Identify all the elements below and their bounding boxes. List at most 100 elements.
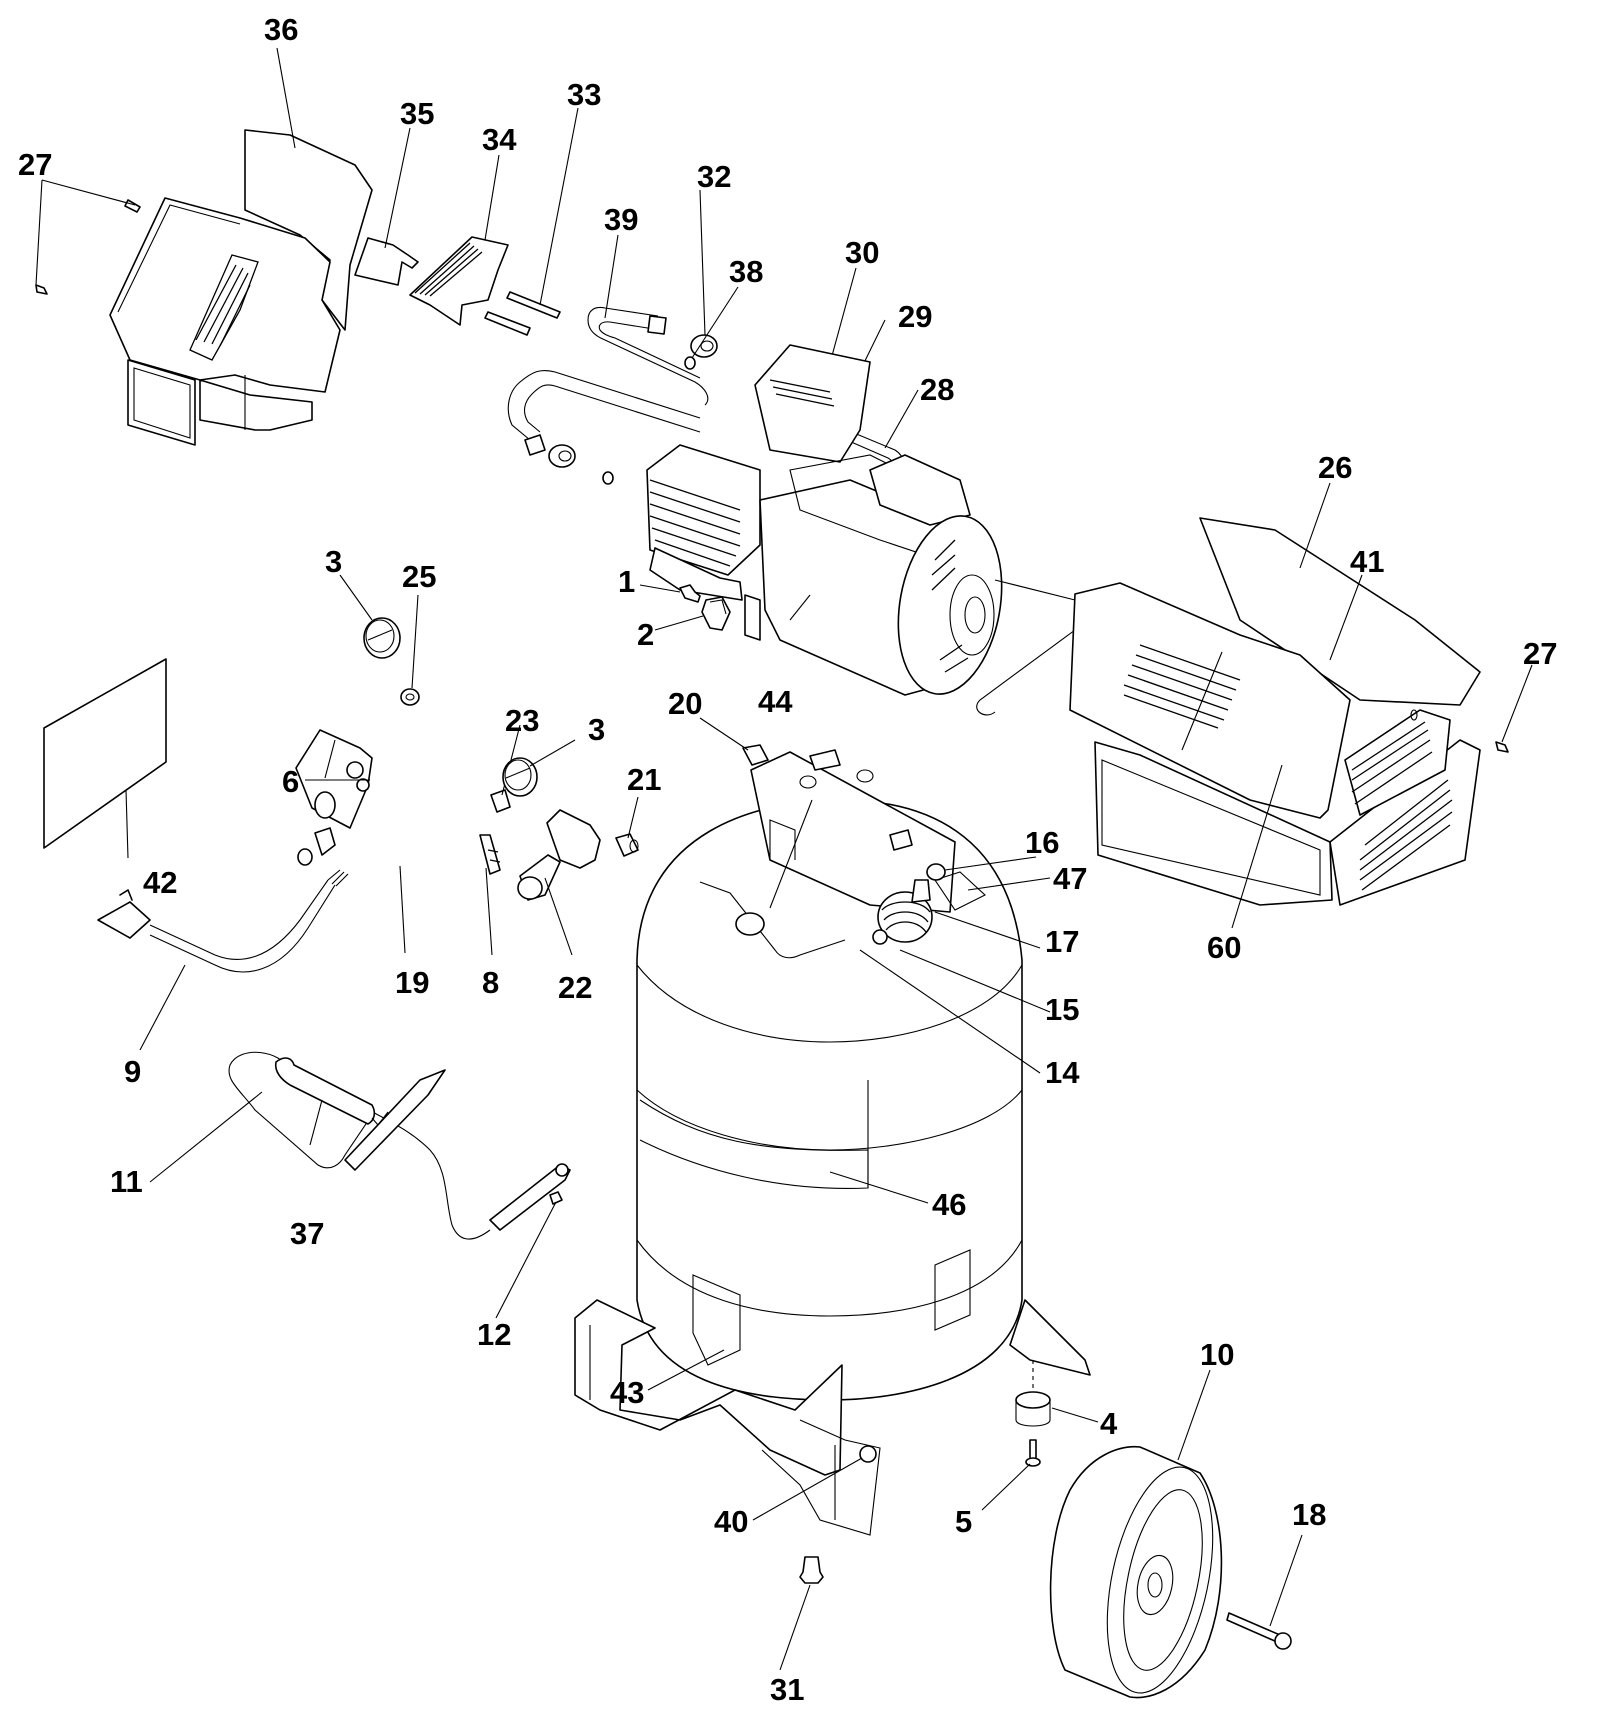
leader-27-left xyxy=(35,179,136,286)
leader-32 xyxy=(699,189,706,336)
pump-motor-part xyxy=(646,344,1086,716)
long-bolt-part xyxy=(484,291,561,336)
leader-36 xyxy=(276,47,296,149)
callout-6: 6 xyxy=(282,764,299,799)
shroud-insert-part xyxy=(354,237,419,286)
leader-40 xyxy=(752,1457,863,1521)
callout-44: 44 xyxy=(758,684,793,719)
callout-30: 30 xyxy=(845,235,879,270)
leader-4 xyxy=(1051,1407,1099,1423)
callout-37: 37 xyxy=(290,1216,324,1251)
outlet-tube-part xyxy=(587,306,709,406)
leader-42 xyxy=(125,789,129,859)
callout-25: 25 xyxy=(402,559,436,594)
callout-34: 34 xyxy=(482,122,517,157)
callout-47: 47 xyxy=(1053,861,1087,896)
callout-22: 22 xyxy=(558,970,592,1005)
leader-35 xyxy=(384,127,411,249)
isolator-part xyxy=(701,596,731,631)
leader-41 xyxy=(1329,574,1363,661)
callout-3-top: 3 xyxy=(325,544,342,579)
rubber-foot-part xyxy=(1015,1360,1051,1427)
strain-relief-part xyxy=(742,744,769,766)
leader-10 xyxy=(1177,1369,1211,1461)
screw-part xyxy=(1495,741,1509,753)
leader-11 xyxy=(149,1091,263,1183)
leader-33 xyxy=(539,107,579,306)
callout-60: 60 xyxy=(1207,930,1241,965)
fitting-25-part xyxy=(400,688,420,706)
leader-3-top xyxy=(339,574,373,621)
leader-44 xyxy=(789,594,811,621)
axle-bolt-part xyxy=(1226,1612,1292,1650)
wheel-part xyxy=(1049,1445,1223,1699)
leader-43 xyxy=(647,1349,725,1391)
ferrule-part xyxy=(602,356,696,485)
nut-40-part xyxy=(859,1445,877,1463)
leader-1 xyxy=(639,584,681,593)
leader-5 xyxy=(981,1463,1031,1511)
callout-4: 4 xyxy=(1100,1406,1118,1441)
compression-nut-part xyxy=(548,334,718,468)
gauge-part xyxy=(363,617,401,659)
leader-34 xyxy=(484,154,500,241)
callout-20: 20 xyxy=(668,686,702,721)
callout-36: 36 xyxy=(264,12,298,47)
regulator-part xyxy=(517,809,601,901)
manual-label-part xyxy=(43,658,167,849)
screw-5-part xyxy=(1025,1439,1041,1467)
right-shroud-part xyxy=(1069,517,1481,906)
leader-28 xyxy=(884,389,919,449)
callout-18: 18 xyxy=(1292,1497,1326,1532)
leader-21 xyxy=(627,796,639,839)
leader-38 xyxy=(691,286,739,359)
leader-9 xyxy=(139,964,186,1051)
callout-3-mid: 3 xyxy=(588,712,605,747)
callout-27-right: 27 xyxy=(1523,636,1557,671)
leader-14 xyxy=(859,949,1041,1074)
leader-46 xyxy=(829,1171,929,1204)
bolt-12-part xyxy=(549,1191,563,1205)
power-cord-part xyxy=(97,869,349,973)
callout-42: 42 xyxy=(143,865,177,900)
callout-35: 35 xyxy=(400,96,434,131)
callout-39: 39 xyxy=(604,202,638,237)
leader-18 xyxy=(1269,1534,1303,1627)
leader-19 xyxy=(399,865,406,954)
callout-41: 41 xyxy=(1350,544,1384,579)
nipple-part xyxy=(479,834,501,875)
leader-20 xyxy=(699,717,749,751)
callout-9: 9 xyxy=(124,1054,141,1089)
callout-10: 10 xyxy=(1200,1337,1234,1372)
left-shroud-part xyxy=(109,129,373,446)
callout-21: 21 xyxy=(627,762,661,797)
callout-8: 8 xyxy=(482,965,499,1000)
callout-17: 17 xyxy=(1045,924,1079,959)
pressure-switch-part xyxy=(295,729,373,829)
callout-12: 12 xyxy=(477,1317,511,1352)
callout-23: 23 xyxy=(505,703,539,738)
leader-22 xyxy=(544,877,573,956)
callout-38: 38 xyxy=(729,254,763,289)
callout-19: 19 xyxy=(395,965,429,1000)
leader-25 xyxy=(411,594,419,689)
bolt-part xyxy=(679,584,701,603)
leader-15 xyxy=(899,949,1051,1013)
gauge-part xyxy=(502,757,538,797)
callout-15: 15 xyxy=(1045,992,1079,1027)
callout-16: 16 xyxy=(1025,825,1059,860)
leader-37 xyxy=(309,1099,323,1146)
callout-46: 46 xyxy=(932,1187,966,1222)
leader-31 xyxy=(779,1584,811,1671)
callout-11: 11 xyxy=(110,1164,143,1199)
callout-1: 1 xyxy=(618,564,635,599)
leader-12 xyxy=(495,1201,557,1319)
callout-5: 5 xyxy=(955,1504,972,1539)
nipple-21-part xyxy=(615,833,639,857)
callout-2: 2 xyxy=(637,617,654,652)
callout-31: 31 xyxy=(770,1672,804,1707)
drain-valve-part xyxy=(799,1556,824,1584)
callout-14: 14 xyxy=(1045,1055,1080,1090)
callout-40: 40 xyxy=(714,1504,748,1539)
